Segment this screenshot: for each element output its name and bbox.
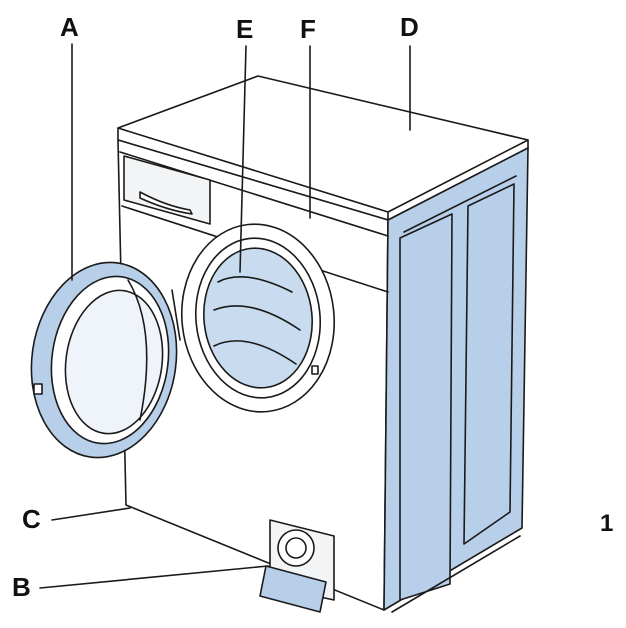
callout-a: A — [60, 12, 79, 42]
leader-c — [51, 507, 131, 521]
drum-interior — [202, 247, 314, 389]
callout-d: D — [400, 12, 419, 42]
leader-b — [39, 565, 269, 589]
callout-e: E — [236, 14, 254, 44]
callout-c: C — [22, 504, 41, 534]
detergent-drawer — [123, 155, 211, 225]
callout-b: B — [12, 572, 31, 602]
filter-knob — [277, 529, 315, 567]
leader-e — [239, 45, 247, 273]
figure-number: 1 — [600, 510, 614, 537]
callout-f: F — [300, 14, 316, 44]
filter-flap — [259, 565, 327, 613]
